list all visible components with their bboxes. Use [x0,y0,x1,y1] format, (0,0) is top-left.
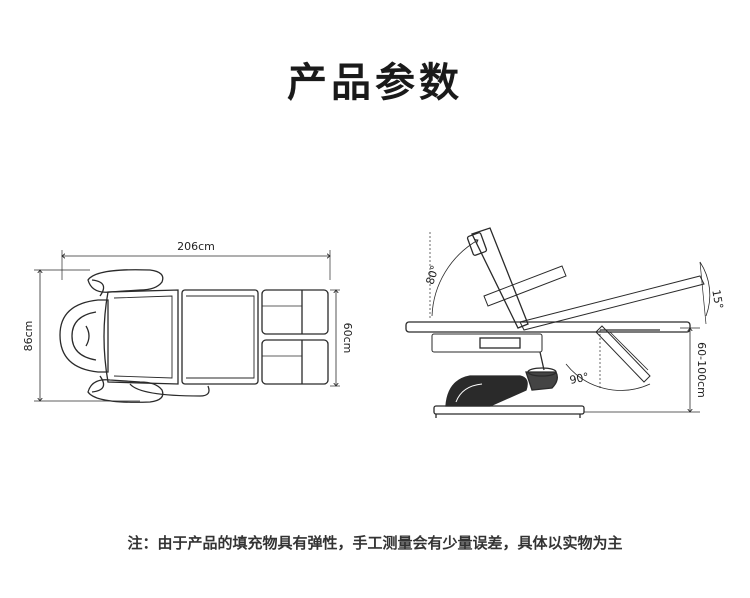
legrest-angle-arc [699,261,711,317]
backrest-angle-arc [431,240,478,317]
seat-section [181,289,259,385]
disclaimer-note: 注：由于产品的填充物具有弹性，手工测量会有少量误差，具体以实物为主 [127,534,623,552]
leg-fold-label: 90° [568,370,590,387]
raised-legrest [519,275,705,331]
length-label: 206cm [177,240,215,253]
backrest-section [103,289,179,385]
leg-tilt-label: 15° [709,289,725,310]
height-dimension [584,328,700,412]
seat-frame [405,321,691,333]
leg-section-lower [261,339,329,385]
pedestal [445,375,528,407]
width-dimension [34,270,140,401]
side-view [405,227,711,418]
folded-legrest [595,325,651,383]
height-label: 60-100cm [695,342,708,398]
base-plate [433,405,585,415]
headrest [59,299,109,373]
length-dimension [62,250,330,280]
reclined-backrest [466,227,567,329]
page-title: 产品参数 [287,60,463,106]
backrest-angle-label: 80° [423,264,441,287]
legfold-angle-arc [565,363,651,391]
leg-width-dimension [330,290,340,386]
armrest-top [87,269,164,293]
width-label: 86cm [22,321,35,352]
top-view [34,250,340,403]
leg-section-upper [261,289,329,335]
leg-width-label: 60cm [341,323,354,354]
